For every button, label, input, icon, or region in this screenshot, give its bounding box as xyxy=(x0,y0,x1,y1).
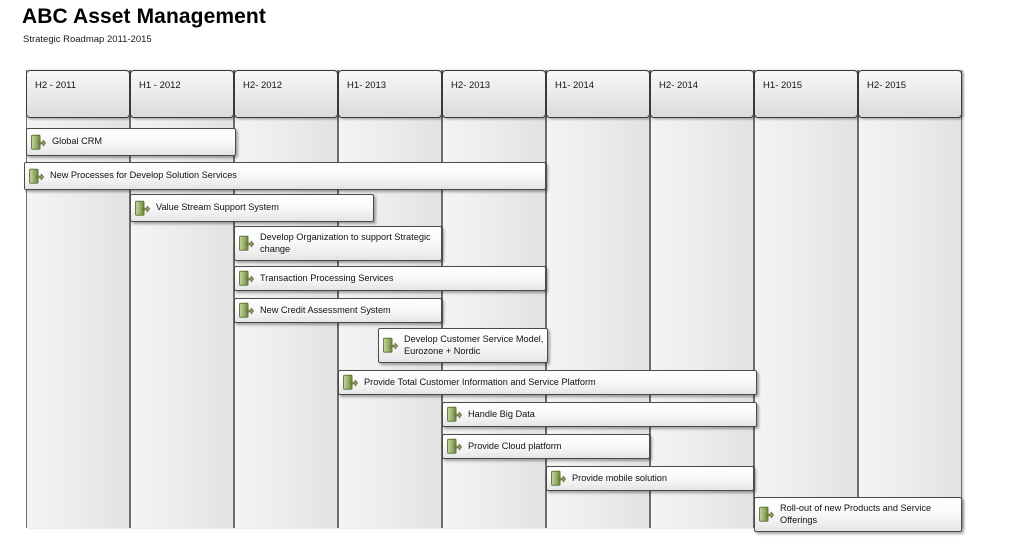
period-header-2[interactable]: H1 - 2012 xyxy=(130,70,234,118)
period-header-label: H1 - 2012 xyxy=(139,80,181,91)
period-header-3[interactable]: H2- 2012 xyxy=(234,70,338,118)
roadmap-bar[interactable]: Develop Customer Service Model, Eurozone… xyxy=(378,328,548,363)
roadmap-bar-label: Handle Big Data xyxy=(468,408,535,419)
roadmap-bar-label: Transaction Processing Services xyxy=(260,272,394,283)
period-column xyxy=(858,70,962,528)
roadmap-bar-label: New Processes for Develop Solution Servi… xyxy=(50,170,237,181)
period-header-label: H2- 2012 xyxy=(243,80,283,91)
page-title: ABC Asset Management xyxy=(22,5,266,28)
period-header-5[interactable]: H2- 2013 xyxy=(442,70,546,118)
roadmap-bar-label: Provide Total Customer Information and S… xyxy=(364,376,596,387)
green-arrow-icon xyxy=(759,506,774,523)
green-arrow-icon xyxy=(31,134,46,151)
roadmap-bars: Global CRM New Processes for Develop Solu… xyxy=(24,70,962,532)
period-column xyxy=(754,70,858,528)
roadmap-bar[interactable]: New Credit Assessment System xyxy=(234,298,442,323)
period-header-label: H1- 2015 xyxy=(763,80,803,91)
roadmap-bar-label: Develop Customer Service Model, Eurozone… xyxy=(404,334,544,356)
green-arrow-icon xyxy=(383,337,398,354)
roadmap-bar-label: Provide mobile solution xyxy=(572,472,667,483)
period-header-label: H2- 2014 xyxy=(659,80,699,91)
period-header-9[interactable]: H2- 2015 xyxy=(858,70,962,118)
green-arrow-icon xyxy=(551,470,566,487)
period-header-4[interactable]: H1- 2013 xyxy=(338,70,442,118)
roadmap-bar-label: New Credit Assessment System xyxy=(260,304,391,315)
roadmap-bar-label: Global CRM xyxy=(52,136,103,147)
period-header-label: H2 - 2011 xyxy=(35,80,77,91)
roadmap-bar[interactable]: Global CRM xyxy=(26,128,236,156)
roadmap-bar[interactable]: Provide Cloud platform xyxy=(442,434,650,459)
roadmap-chart: H2 - 2011 H1 - 2012 H2- 2012 H1- 2013 H2- 20… xyxy=(24,70,962,532)
period-header-7[interactable]: H2- 2014 xyxy=(650,70,754,118)
roadmap-bar[interactable]: Transaction Processing Services xyxy=(234,266,546,291)
period-header-label: H1- 2014 xyxy=(555,80,595,91)
roadmap-bar[interactable]: Provide mobile solution xyxy=(546,466,754,491)
roadmap-bar[interactable]: New Processes for Develop Solution Servi… xyxy=(24,162,546,190)
green-arrow-icon xyxy=(447,406,462,423)
roadmap-bar-label: Value Stream Support System xyxy=(156,202,279,213)
green-arrow-icon xyxy=(239,270,254,287)
period-header-1[interactable]: H2 - 2011 xyxy=(26,70,130,118)
roadmap-bar-label: Provide Cloud platform xyxy=(468,440,562,451)
period-header-label: H2- 2013 xyxy=(451,80,491,91)
roadmap-bar[interactable]: Handle Big Data xyxy=(442,402,757,427)
period-column xyxy=(650,70,754,528)
roadmap-bar[interactable]: Value Stream Support System xyxy=(130,194,374,222)
green-arrow-icon xyxy=(447,438,462,455)
period-headers: H2 - 2011 H1 - 2012 H2- 2012 H1- 2013 H2- 20… xyxy=(26,70,962,118)
period-header-8[interactable]: H1- 2015 xyxy=(754,70,858,118)
period-header-label: H1- 2013 xyxy=(347,80,387,91)
roadmap-bar-label: Develop Organization to support Strategi… xyxy=(260,232,431,254)
green-arrow-icon xyxy=(29,168,44,185)
page-subtitle: Strategic Roadmap 2011-2015 xyxy=(23,34,152,45)
roadmap-bar[interactable]: Provide Total Customer Information and S… xyxy=(338,370,757,395)
roadmap-bar[interactable]: Roll-out of new Products and Service Off… xyxy=(754,497,962,532)
green-arrow-icon xyxy=(239,235,254,252)
green-arrow-icon xyxy=(343,374,358,391)
roadmap-bar[interactable]: Develop Organization to support Strategi… xyxy=(234,226,442,261)
green-arrow-icon xyxy=(135,200,150,217)
title-block: ABC Asset Management Strategic Roadmap 2… xyxy=(22,4,722,46)
period-header-label: H2- 2015 xyxy=(867,80,907,91)
green-arrow-icon xyxy=(239,302,254,319)
roadmap-bar-label: Roll-out of new Products and Service Off… xyxy=(780,503,932,525)
period-header-6[interactable]: H1- 2014 xyxy=(546,70,650,118)
